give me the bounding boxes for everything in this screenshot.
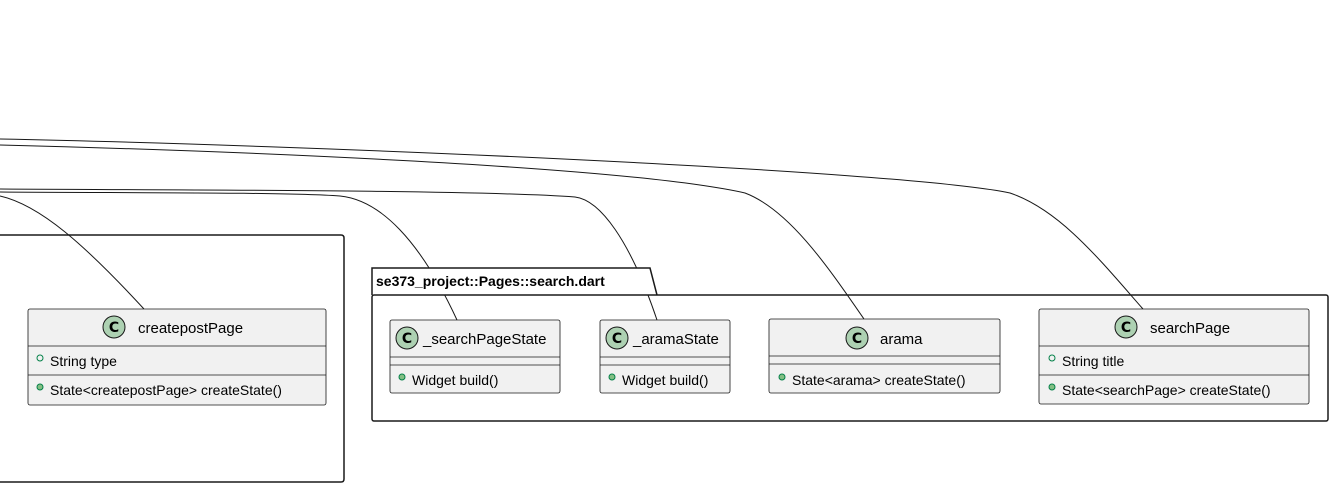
class-aramaState[interactable]: C _aramaState Widget build() bbox=[599, 319, 731, 394]
field-visibility-icon bbox=[1048, 354, 1056, 362]
class-stereotype-icon bbox=[605, 326, 629, 350]
class-name: _aramaState bbox=[632, 331, 719, 348]
class-box bbox=[1038, 308, 1310, 405]
relation-line-aramaState bbox=[0, 188, 658, 321]
package-search-tab bbox=[371, 267, 658, 296]
class-method: Widget build() bbox=[412, 372, 498, 388]
class-stereotype-letter: C bbox=[1121, 320, 1131, 336]
class-searchPageState[interactable]: C _searchPageState Widget build() bbox=[389, 319, 561, 394]
class-stereotype-letter: C bbox=[612, 331, 622, 347]
class-createpostPage[interactable]: C createpostPage String type State<creat… bbox=[27, 308, 327, 406]
class-method: Widget build() bbox=[622, 372, 708, 388]
class-name: arama bbox=[880, 331, 923, 348]
relation-line-searchPage bbox=[0, 138, 1144, 310]
class-arama[interactable]: C arama State<arama> createState() bbox=[768, 318, 1001, 394]
package-search-label: se373_project::Pages::search.dart bbox=[376, 273, 605, 289]
class-field: String type bbox=[50, 353, 117, 369]
class-box bbox=[599, 319, 731, 394]
class-box bbox=[27, 308, 327, 406]
field-visibility-icon bbox=[36, 354, 44, 362]
class-box bbox=[389, 319, 561, 394]
method-visibility-icon bbox=[1048, 383, 1056, 391]
package-search-frame bbox=[371, 294, 1329, 422]
class-stereotype-icon bbox=[102, 315, 126, 339]
relation-line-searchPageState bbox=[0, 191, 458, 321]
class-stereotype-letter: C bbox=[402, 331, 412, 347]
class-method: State<arama> createState() bbox=[792, 372, 966, 388]
relationship-lines bbox=[0, 138, 1144, 321]
package-left bbox=[0, 234, 345, 483]
method-visibility-icon bbox=[778, 373, 786, 381]
class-name: _searchPageState bbox=[422, 331, 546, 348]
class-stereotype-letter: C bbox=[109, 320, 119, 336]
method-visibility-icon bbox=[36, 383, 44, 391]
method-visibility-icon bbox=[608, 373, 616, 381]
relation-line-createpostPage bbox=[0, 195, 145, 310]
method-visibility-icon bbox=[398, 373, 406, 381]
class-stereotype-letter: C bbox=[852, 331, 862, 347]
package-left-frame bbox=[0, 234, 345, 483]
class-searchPage[interactable]: C searchPage String title State<searchPa… bbox=[1038, 308, 1310, 405]
class-name: searchPage bbox=[1150, 320, 1230, 337]
relation-line-arama bbox=[0, 144, 865, 320]
class-stereotype-icon bbox=[845, 326, 869, 350]
class-method: State<searchPage> createState() bbox=[1062, 382, 1271, 398]
class-stereotype-icon bbox=[1114, 315, 1138, 339]
class-field: String title bbox=[1062, 353, 1124, 369]
class-method: State<createpostPage> createState() bbox=[50, 382, 282, 398]
class-name: createpostPage bbox=[138, 320, 243, 337]
class-stereotype-icon bbox=[395, 326, 419, 350]
package-search-dart: se373_project::Pages::search.dart bbox=[371, 267, 1329, 422]
